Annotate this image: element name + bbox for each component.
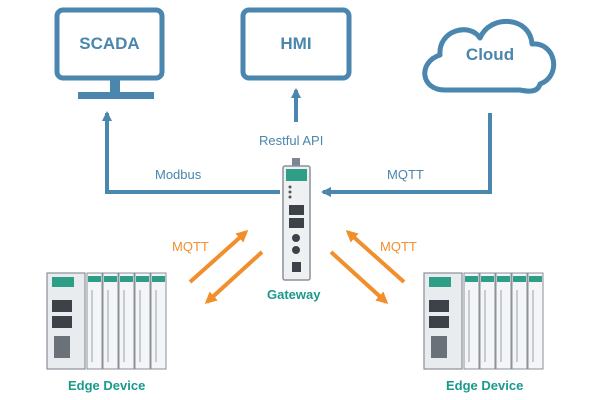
scada-label: SCADA [79, 34, 140, 53]
hmi-monitor-icon [240, 7, 352, 81]
edge-device-left-icon [46, 272, 167, 370]
edge-device-right-label: Edge Device [446, 378, 524, 393]
mqtt-right-label: MQTT [380, 239, 417, 254]
gateway-device-icon [282, 158, 311, 281]
scada-monitor-icon [54, 7, 165, 99]
restful-api-label: Restful API [259, 133, 324, 148]
cloud-icon [422, 19, 557, 94]
gateway-label: Gateway [267, 287, 321, 302]
mqtt-left-arrows [188, 230, 264, 305]
cloud-label: Cloud [465, 45, 515, 64]
edge-device-right-icon [423, 272, 544, 370]
mqtt-right-arrows [329, 230, 406, 305]
mqtt-cloud-label: MQTT [387, 167, 424, 182]
modbus-connection [102, 111, 280, 194]
mqtt-left-label: MQTT [172, 239, 209, 254]
modbus-label: Modbus [155, 167, 202, 182]
mqtt-cloud-connection [321, 113, 492, 197]
edge-device-left-label: Edge Device [68, 378, 146, 393]
hmi-label: HMI [280, 34, 312, 53]
